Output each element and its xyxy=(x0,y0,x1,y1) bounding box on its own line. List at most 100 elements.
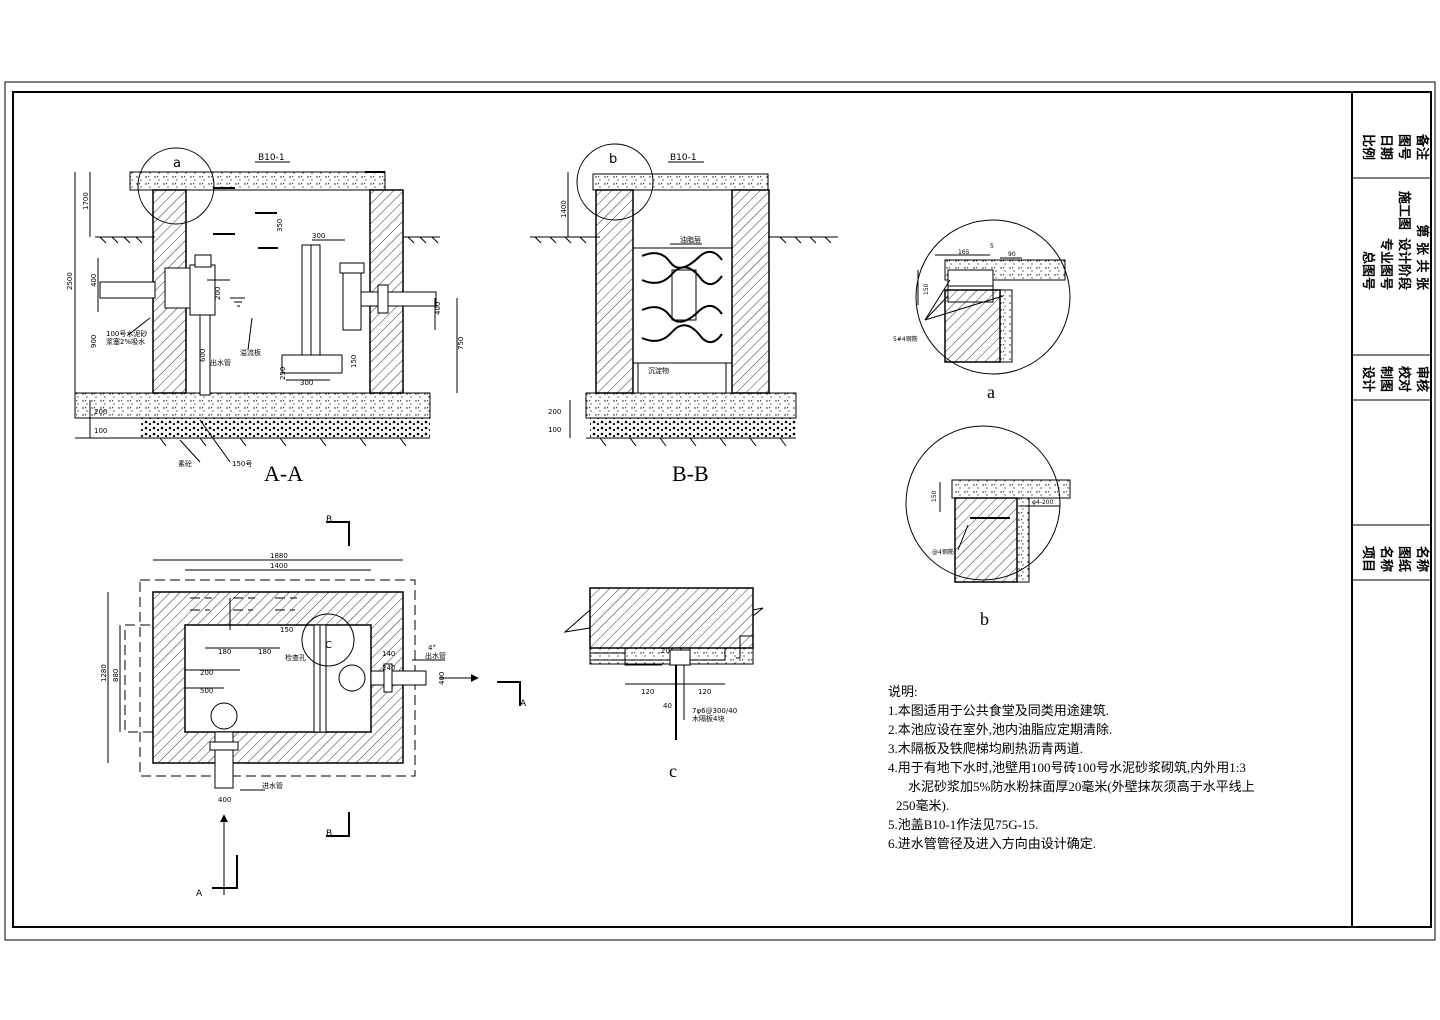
aa-cover-label: B10-1 xyxy=(258,153,285,163)
tb-drawn: 制图 xyxy=(1378,366,1394,392)
pl-dim-500: 500 xyxy=(200,687,213,695)
tb-designed: 设计 xyxy=(1360,366,1376,392)
general-notes: 说明: 1.本图适用于公共食堂及同类用途建筑. 2.本池应设在室外,池内油脂应定… xyxy=(888,682,1288,853)
tb-scale: 比例 xyxy=(1360,134,1376,160)
tb-date: 日期 xyxy=(1378,134,1393,160)
tb-sheet: 第 张 共 张 xyxy=(1414,224,1430,291)
section-bb: 油脂层 沉淀物 1400 200 100 b B10-1 B-B xyxy=(530,143,838,486)
section-aa-title: A-A xyxy=(264,461,303,486)
aa-note-baffle: 溢流板 xyxy=(240,348,261,357)
note-2: 2.本池应设在室外,池内油脂应定期清除. xyxy=(888,722,1113,737)
aa-dim-baffle: 300 xyxy=(312,232,325,240)
pl-dim-200: 200 xyxy=(200,669,213,677)
pl-dim-1280: 1280 xyxy=(100,664,108,682)
pl-dim-240: 240 xyxy=(382,664,395,672)
callout-b-circle xyxy=(576,143,654,221)
detail-c-title: c xyxy=(669,761,677,781)
note-6: 6.进水管管径及进入方向由设计确定. xyxy=(888,836,1097,851)
bb-cover-label: B10-1 xyxy=(670,153,697,163)
a-dim-165: 165 xyxy=(958,249,970,256)
tb-remarks: 备注 xyxy=(1414,133,1430,160)
aa-dim-pipe: 400 xyxy=(90,274,98,287)
tb-project: 项目 xyxy=(1360,546,1375,572)
pl-dim-180b: 180 xyxy=(258,648,271,656)
bb-note-grease: 油脂层 xyxy=(680,235,701,244)
section-aa: 2500 1700 400 900 300 350 200 300 150 75… xyxy=(66,147,465,486)
pl-dim-880: 880 xyxy=(112,669,120,682)
c-note-rebar: 7φ6@300/40 xyxy=(692,707,737,715)
aa-dim-200: 200 xyxy=(214,287,222,300)
c-note-board: 木隔板4块 xyxy=(692,714,724,723)
c-dim-20: 20 xyxy=(661,647,670,655)
callout-a-label: a xyxy=(173,156,181,171)
pl-dim-outer: 1880 xyxy=(270,552,288,560)
aa-dim-base200: 200 xyxy=(94,408,107,416)
detail-c: 120 120 40 20 7φ6@300/40 木隔板4块 c xyxy=(563,587,764,781)
tb-project-name: 名称 xyxy=(1378,546,1394,572)
b-note-rebar2: @4钢筋 xyxy=(932,548,954,556)
callout-c-label: C xyxy=(325,640,332,651)
detail-a-title: a xyxy=(987,382,995,402)
detail-b-title: b xyxy=(980,609,989,629)
plan-view: 1880 1400 1280 880 180 180 150 200 500 1… xyxy=(100,515,527,899)
aa-dim-300: 300 xyxy=(300,379,313,387)
aa-dim-400: 400 xyxy=(434,302,442,315)
bb-dim-base200: 200 xyxy=(548,408,561,416)
c-dim-40: 40 xyxy=(663,702,672,710)
pl-dim-angle: 4° xyxy=(428,644,436,652)
tb-drawing-name: 名称 xyxy=(1414,546,1430,572)
a-dim-150: 150 xyxy=(923,283,930,295)
tb-general-no: 总图号 xyxy=(1360,251,1376,290)
aa-dim-600: 600 xyxy=(199,349,207,362)
pl-note-out: 出水管 xyxy=(425,651,446,660)
note-4: 4.用于有地下水时,池壁用100号砖100号水泥砂浆砌筑,内外用1:3 xyxy=(888,760,1246,775)
note-1: 1.本图适用于公共食堂及同类用途建筑. xyxy=(888,703,1110,718)
detail-b: 150 φ4-200 @4钢筋 b xyxy=(905,425,1071,629)
detail-a: 165 5 90 150 5#4钢筋 a xyxy=(893,219,1071,402)
aa-dim-left: 900 xyxy=(90,335,98,348)
note-5: 5.池盖B10-1作法见75G-15. xyxy=(888,817,1039,832)
bb-dim-top: 1400 xyxy=(560,200,568,218)
tb-construction: 施工图 xyxy=(1396,191,1412,230)
aa-note-mortar-2: 浆塞2%吸水 xyxy=(106,337,145,346)
callout-a-circle xyxy=(137,147,215,225)
cut-a-bottom: A xyxy=(196,889,203,899)
notes-heading: 说明: xyxy=(888,684,918,699)
section-bb-title: B-B xyxy=(672,461,709,486)
pl-dim-inner: 1400 xyxy=(270,562,288,570)
c-dim-120a: 120 xyxy=(641,688,654,696)
title-block: 比例 日期 图号 备注 总图号 专业图号 设计阶段 施工图 第 张 共 张 设计… xyxy=(1351,92,1431,927)
tb-approved: 审核 xyxy=(1414,366,1430,392)
a-dim-90: 90 xyxy=(1008,251,1016,258)
sheet-frame xyxy=(4,81,1436,941)
aa-note-concrete: 素砼 xyxy=(178,459,192,468)
bb-dim-base100: 100 xyxy=(548,426,561,434)
tb-checked: 校对 xyxy=(1396,366,1412,392)
pl-dim-180a: 180 xyxy=(218,648,231,656)
note-3: 3.木隔板及铁爬梯均刷热沥青两道. xyxy=(888,741,1084,756)
cut-b-bottom: B xyxy=(326,829,332,839)
c-dim-120b: 120 xyxy=(698,688,711,696)
aa-note-outlet: 出水管 xyxy=(210,358,231,367)
aa-dim-base100: 100 xyxy=(94,427,107,435)
tb-discipline-no: 专业图号 xyxy=(1378,238,1394,290)
cut-b-top: B xyxy=(326,515,332,525)
aa-dim-350: 350 xyxy=(276,219,284,232)
pl-dim-pipe: 400 xyxy=(218,796,231,804)
cut-a-right: A xyxy=(520,699,527,709)
note-4-cont: 水泥砂浆加5%防水粉抹面厚20毫米(外壁抹灰须高于水平线上 xyxy=(908,779,1255,794)
b-dim-150: 150 xyxy=(931,490,938,502)
aa-dim-250: 250 xyxy=(279,367,287,380)
tb-drawing-no: 图号 xyxy=(1396,134,1411,160)
aa-note-mortar-1: 100号水泥砂 xyxy=(106,329,147,338)
tb-design-stage: 设计阶段 xyxy=(1396,238,1412,290)
aa-note-grade: 150号 xyxy=(232,460,252,468)
bb-note-sediment: 沉淀物 xyxy=(648,366,669,375)
a-dim-5: 5 xyxy=(990,243,994,250)
a-note-rebar: 5#4钢筋 xyxy=(893,335,918,343)
b-note-rebar1: φ4-200 xyxy=(1032,499,1054,506)
aa-dim-total: 2500 xyxy=(66,272,74,290)
pl-dim-150: 150 xyxy=(280,626,293,634)
aa-dim-150: 150 xyxy=(350,355,358,368)
